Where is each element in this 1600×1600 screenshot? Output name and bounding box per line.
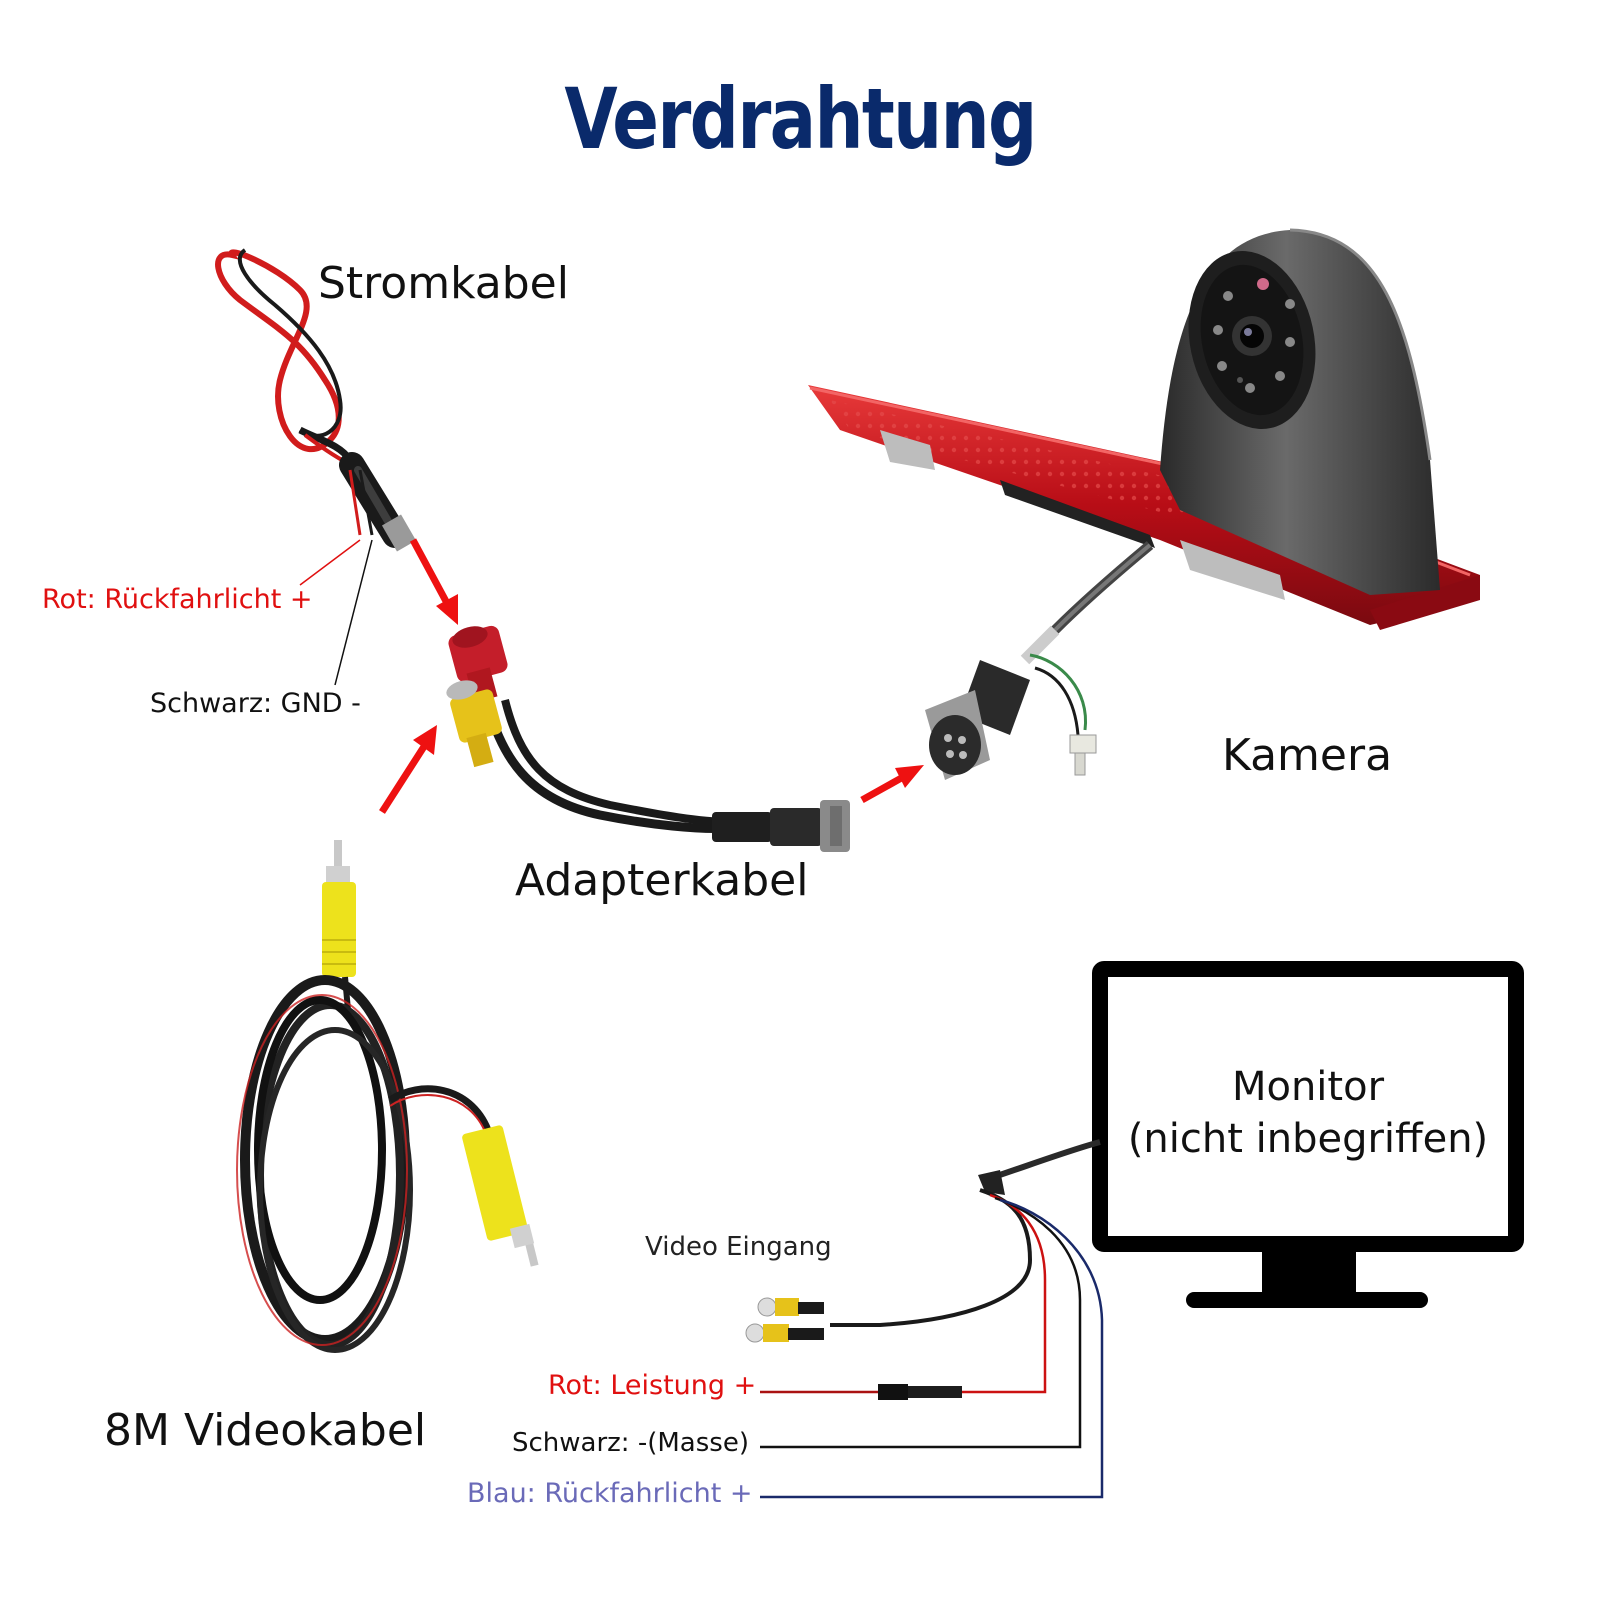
label-stromkabel: Stromkabel <box>318 258 569 309</box>
monitor-image <box>1092 961 1524 1308</box>
label-video-eingang: Video Eingang <box>645 1232 832 1262</box>
label-schwarz-masse: Schwarz: -(Masse) <box>512 1428 749 1458</box>
red-wire-leader <box>299 539 361 586</box>
label-rot-leistung: Rot: Leistung + <box>548 1370 757 1401</box>
label-schwarz-gnd: Schwarz: GND - <box>150 688 361 719</box>
label-monitor: Monitor <box>1231 1064 1385 1110</box>
camera-connector-image <box>925 625 1097 780</box>
label-kamera: Kamera <box>1222 730 1393 781</box>
arrow-power-to-adapter <box>409 538 458 625</box>
arrow-video-to-adapter <box>379 725 437 814</box>
label-rot-rueckfahrlicht: Rot: Rückfahrlicht + <box>42 584 313 615</box>
monitor-harness <box>745 1139 1104 1499</box>
camera-image <box>808 228 1480 634</box>
arrow-adapter-to-camera <box>860 765 924 804</box>
black-wire-leader <box>334 539 373 686</box>
label-nicht-inbegriffen: (nicht inbegriffen) <box>1127 1116 1489 1162</box>
label-videokabel: 8M Videokabel <box>104 1405 427 1456</box>
page-title: Verdrahtung <box>564 70 1037 168</box>
label-adapterkabel: Adapterkabel <box>515 855 809 906</box>
power-cable-image <box>215 248 417 552</box>
video-cable-image <box>236 840 539 1353</box>
label-blau-rueckfahrlicht: Blau: Rückfahrlicht + <box>467 1478 753 1509</box>
adapter-cable-image <box>446 625 850 852</box>
